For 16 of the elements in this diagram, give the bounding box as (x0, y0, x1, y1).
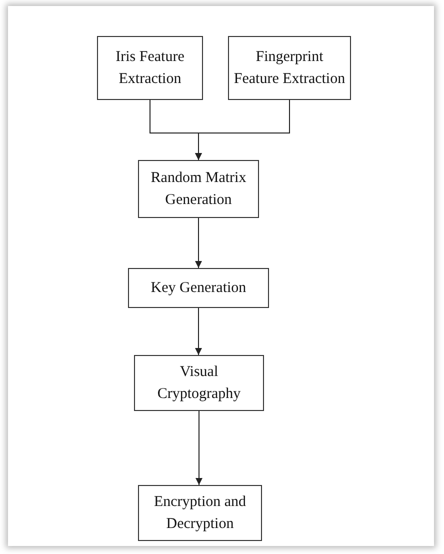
process-box (134, 355, 264, 411)
box-label: Key Generation (150, 279, 246, 298)
box-label: Visual Cryptography (156, 363, 242, 404)
box-label: Iris Feature Extraction (114, 48, 186, 89)
box-label: Fingerprint Feature Extraction (233, 48, 346, 89)
arrow (196, 410, 202, 486)
arrow (195, 100, 290, 160)
box-label: Encryption and Decryption (152, 493, 248, 534)
process-box (97, 36, 203, 100)
arrow (195, 308, 202, 356)
process-box (228, 36, 351, 100)
box-label: Random Matrix Generation (150, 169, 248, 210)
process-box (128, 268, 269, 308)
arrow (195, 218, 202, 268)
process-box (138, 160, 259, 218)
process-box (138, 485, 262, 541)
